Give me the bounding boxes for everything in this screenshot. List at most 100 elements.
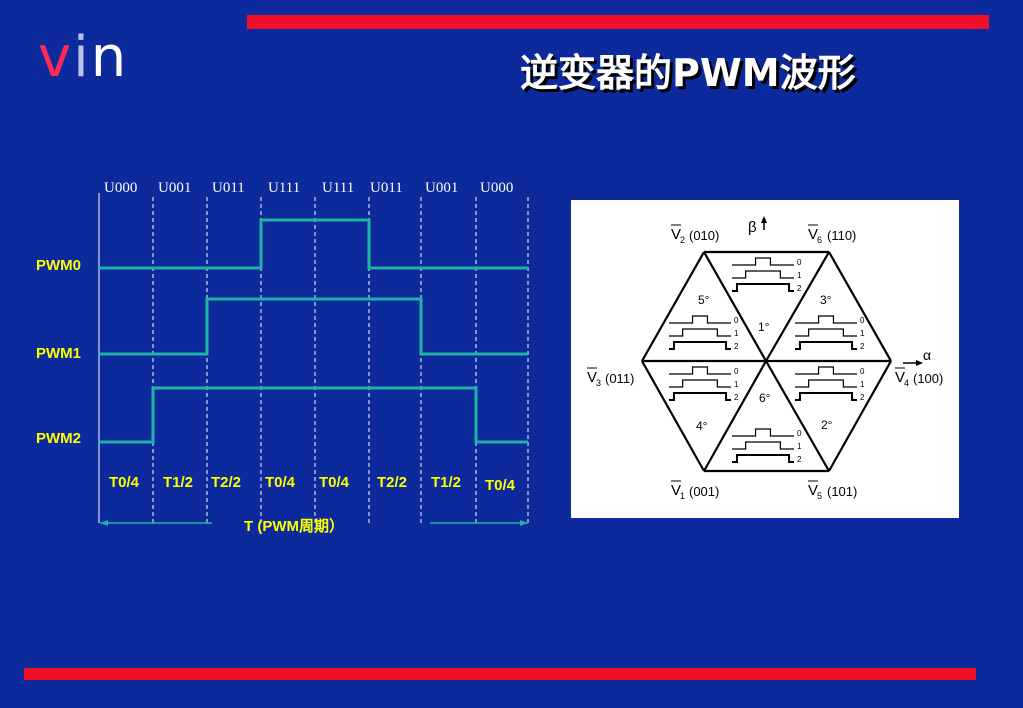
top-red-bar (247, 15, 989, 29)
vector-v5-label: V 5 (101) (808, 480, 857, 501)
pwm-trace (99, 297, 528, 356)
svg-text:(101): (101) (827, 484, 857, 499)
sector-label-2: 2° (821, 418, 833, 432)
switch-pattern-icon: 0 1 2 (732, 257, 802, 293)
slide-title: 逆变器的PWM波形 (520, 51, 856, 95)
svg-text:V: V (808, 226, 818, 243)
switch-pattern-icon: 0 1 2 (669, 366, 739, 402)
svg-text:1: 1 (734, 380, 739, 389)
sector-label-4: 4° (696, 419, 708, 433)
vector-label: U001 (425, 180, 458, 196)
svg-text:1: 1 (680, 491, 685, 501)
svg-text:V: V (895, 369, 905, 386)
svg-text:1: 1 (797, 271, 802, 280)
hexagon-edge (703, 360, 767, 472)
svg-text:2: 2 (797, 284, 802, 293)
switch-pattern-icon: 0 1 2 (669, 315, 739, 351)
hexagon-edge (828, 360, 892, 472)
vector-label: U000 (480, 180, 513, 196)
logo-letter-2: i (73, 25, 91, 90)
svg-text:2: 2 (797, 455, 802, 464)
hexagon-edges (641, 250, 892, 473)
alpha-axis-label: α (923, 347, 931, 363)
signal-label: PWM1 (36, 345, 81, 362)
svg-text:0: 0 (734, 367, 739, 376)
svg-text:1: 1 (797, 442, 802, 451)
vector-label: U011 (212, 180, 245, 196)
hexagon-labels: β α V 2 (010) V 6 (110) V (587, 216, 943, 501)
interval-label: T1/2 (431, 474, 461, 491)
hexagon-edge (641, 251, 705, 362)
signal-label: PWM2 (36, 430, 81, 447)
svg-text:2: 2 (680, 235, 685, 245)
svg-text:0: 0 (860, 367, 865, 376)
logo-letter-1: v (38, 25, 74, 90)
svg-text:0: 0 (860, 316, 865, 325)
svg-text:5: 5 (817, 491, 822, 501)
pwm-trace (99, 386, 528, 444)
vector-v6-label: V 6 (110) (808, 224, 856, 245)
svg-text:V: V (587, 369, 597, 386)
svg-text:(011): (011) (605, 371, 634, 386)
hexagon-edge (765, 360, 830, 472)
svg-text:(001): (001) (689, 484, 719, 499)
interval-dividers (98, 193, 529, 523)
arrow-right-icon (520, 520, 528, 526)
switch-pattern-icon: 0 1 2 (732, 428, 802, 464)
switch-pattern-icon: 012 (795, 366, 865, 402)
hexagon-edge (703, 251, 767, 362)
svg-text:0: 0 (734, 316, 739, 325)
period-indicator: T (PWM周期） (100, 517, 528, 535)
svg-text:0: 0 (797, 429, 802, 438)
arrow-left-icon (100, 520, 108, 526)
svg-text:1: 1 (860, 329, 865, 338)
svg-text:2: 2 (734, 342, 739, 351)
beta-axis-label: β (748, 219, 757, 236)
svg-text:0: 0 (797, 258, 802, 267)
hexagon-edge (641, 360, 705, 472)
interval-label: T0/4 (265, 474, 296, 491)
pwm-trace (99, 218, 528, 270)
vector-label: U011 (370, 180, 403, 196)
hexagon-edge (828, 251, 892, 362)
svg-text:3: 3 (596, 378, 601, 388)
svg-text:2: 2 (734, 393, 739, 402)
svg-text:(010): (010) (689, 228, 719, 243)
vector-v1-label: V 1 (001) (671, 480, 719, 501)
vector-label: U111 (268, 180, 300, 196)
sector-label-5: 5° (698, 293, 710, 307)
switch-pattern-icon: 012 (795, 315, 865, 351)
svg-text:(110): (110) (827, 228, 856, 243)
svg-text:V: V (671, 482, 681, 499)
interval-label: T0/4 (109, 474, 140, 491)
bottom-red-bar (24, 668, 976, 680)
alpha-arrow-icon (916, 360, 923, 366)
pwm-traces (99, 218, 528, 444)
svg-text:(100): (100) (913, 371, 943, 386)
signal-label: PWM0 (36, 257, 81, 274)
period-label: T (PWM周期） (244, 517, 344, 535)
svg-text:1: 1 (734, 329, 739, 338)
sector-label-1: 1° (758, 320, 770, 334)
svg-text:4: 4 (904, 378, 909, 388)
interval-label: T2/2 (377, 474, 407, 491)
svg-text:V: V (808, 482, 818, 499)
sector-label-6: 6° (759, 391, 771, 405)
svg-text:6: 6 (817, 235, 822, 245)
vector-v3-label: V 3 (011) (587, 367, 634, 388)
vector-v4-label: V 4 (100) (895, 367, 943, 388)
beta-arrow-icon (761, 216, 767, 223)
logo-letter-3: n (90, 25, 129, 90)
hexagon-edge (765, 251, 830, 362)
interval-label: T0/4 (485, 477, 516, 494)
vector-label: U000 (104, 180, 137, 196)
interval-label: T1/2 (163, 474, 193, 491)
sector-label-3: 3° (820, 293, 832, 307)
